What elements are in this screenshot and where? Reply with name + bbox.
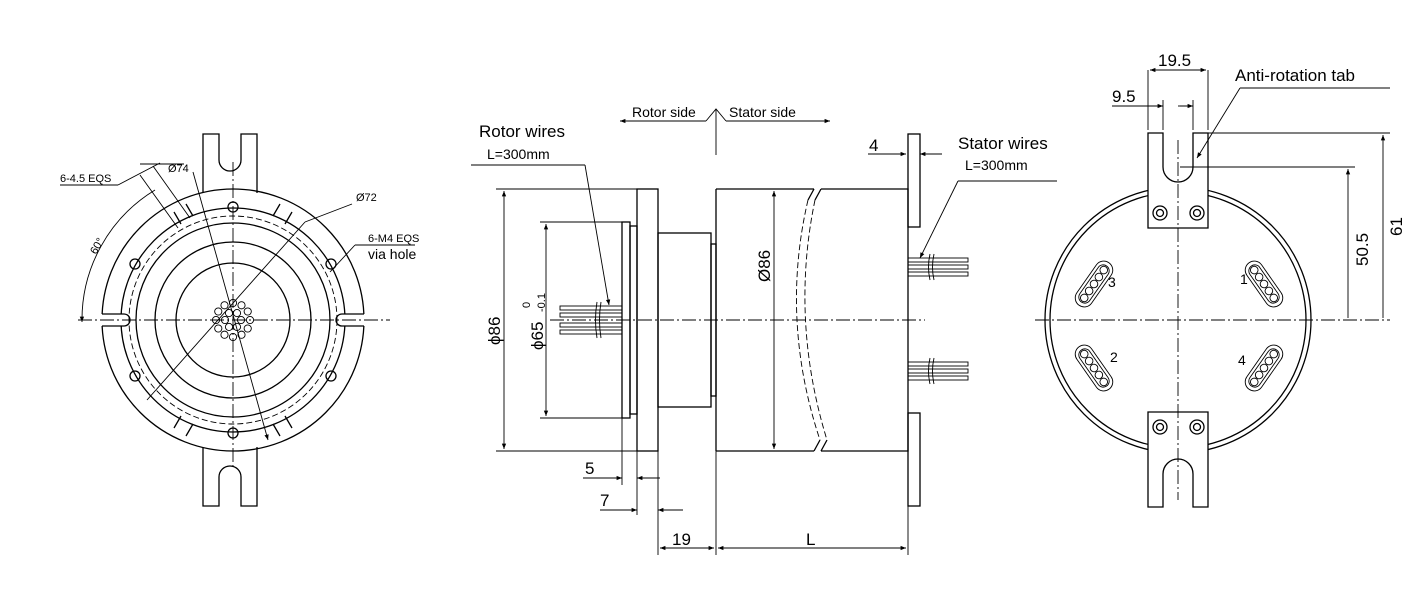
dia72-leader-ext	[304, 203, 353, 223]
rear-view: 3 1 2 4 19.5 9.5 50.5 61 Anti-rotation t…	[1035, 51, 1406, 508]
dia65-label: ϕ65	[528, 322, 547, 350]
rear-bottom-tab	[1147, 411, 1209, 508]
dim19-label: 19	[672, 530, 691, 549]
port-pin	[1259, 279, 1269, 289]
dia86-left-label: ϕ86	[485, 317, 504, 345]
port-pin	[1254, 272, 1264, 282]
port-pin	[1259, 363, 1269, 373]
connector-port	[1244, 260, 1284, 308]
port-pin	[1269, 349, 1279, 359]
port-pin	[1099, 377, 1109, 387]
pin	[245, 315, 255, 325]
slot-label: 6-4.5 EQS	[60, 173, 111, 185]
dia72-label: Ø72	[356, 192, 377, 204]
side-view: Rotor side Stator side	[471, 104, 1057, 555]
dia74-label: Ø74	[168, 163, 189, 175]
pin	[243, 307, 252, 316]
pin	[243, 324, 252, 333]
break-marks	[807, 188, 828, 452]
connector-port	[1244, 344, 1284, 392]
slot-ext-1	[139, 174, 179, 229]
tab-leader	[1196, 87, 1241, 159]
pin	[214, 324, 223, 333]
stator-side-label: Stator side	[729, 104, 796, 120]
stator-tab-bottom	[907, 412, 921, 507]
rotor-side-label: Rotor side	[632, 104, 696, 120]
dim61-label: 61	[1387, 217, 1406, 236]
port-pin	[1079, 293, 1089, 303]
pin	[214, 307, 223, 316]
port-pin	[1084, 286, 1094, 296]
hole-leader	[329, 244, 356, 273]
stator-tab-top	[907, 133, 921, 228]
tol-upper: 0	[521, 302, 533, 308]
port-label-1: 1	[1240, 271, 1248, 287]
dim-flange-label: 4	[869, 136, 878, 155]
dim9_5-label: 9.5	[1112, 87, 1136, 106]
top-mount-tab	[202, 133, 258, 193]
pin	[220, 301, 229, 310]
pin	[232, 309, 242, 318]
port-pin	[1084, 356, 1094, 366]
port-pin	[1089, 279, 1099, 289]
stator-wire-leader	[919, 180, 959, 259]
angle-label: 60°	[88, 236, 107, 256]
port-label-3: 3	[1108, 274, 1116, 290]
stator-wire-top	[907, 253, 969, 281]
dia86-body-label: Ø86	[755, 250, 774, 282]
front-view: 6-4.5 EQS Ø74 Ø72 6-M4 EQS via hole 60°	[60, 133, 419, 507]
port-pin	[1254, 370, 1264, 380]
connector-port	[1074, 344, 1114, 392]
slot-ext-2	[152, 165, 191, 219]
mount-holes	[129, 201, 337, 439]
dim5-label: 5	[585, 459, 594, 478]
port-pin	[1094, 370, 1104, 380]
dia72-leader	[146, 221, 306, 401]
stator-len-label: L=300mm	[965, 157, 1028, 173]
port-pin	[1094, 272, 1104, 282]
hole-sublabel: via hole	[368, 246, 416, 262]
dimL-label: L	[806, 530, 815, 549]
pin	[237, 301, 246, 310]
pin	[224, 322, 234, 331]
connector-port	[1074, 260, 1114, 308]
tab-label: Anti-rotation tab	[1235, 66, 1355, 85]
pin	[237, 330, 246, 339]
connector-ports	[1074, 260, 1284, 392]
dim19_5-label: 19.5	[1158, 51, 1191, 70]
bottom-mount-tab	[202, 447, 258, 507]
port-pin	[1079, 349, 1089, 359]
rotor-len-label: L=300mm	[487, 146, 550, 162]
tol-lower: -0.1	[536, 293, 548, 312]
port-pin	[1264, 286, 1274, 296]
port-pin	[1089, 363, 1099, 373]
rotor-wires-label: Rotor wires	[479, 122, 565, 141]
port-pin	[1099, 265, 1109, 275]
port-label-2: 2	[1110, 349, 1118, 365]
port-pin	[1264, 356, 1274, 366]
port-pin	[1269, 293, 1279, 303]
port-label-4: 4	[1238, 352, 1246, 368]
angle-arc	[79, 189, 156, 323]
dim50_5-label: 50.5	[1353, 233, 1372, 266]
dia74-leader	[192, 171, 269, 441]
stator-wire-bottom	[907, 357, 969, 385]
hole-label: 6-M4 EQS	[368, 233, 419, 245]
pin	[220, 330, 229, 339]
rotor-wire-leader	[584, 164, 611, 306]
rotor-wire-bundle	[559, 301, 623, 339]
stator-wires-label: Stator wires	[958, 134, 1048, 153]
port-pin	[1249, 265, 1259, 275]
port-pin	[1249, 377, 1259, 387]
dim7-label: 7	[600, 491, 609, 510]
